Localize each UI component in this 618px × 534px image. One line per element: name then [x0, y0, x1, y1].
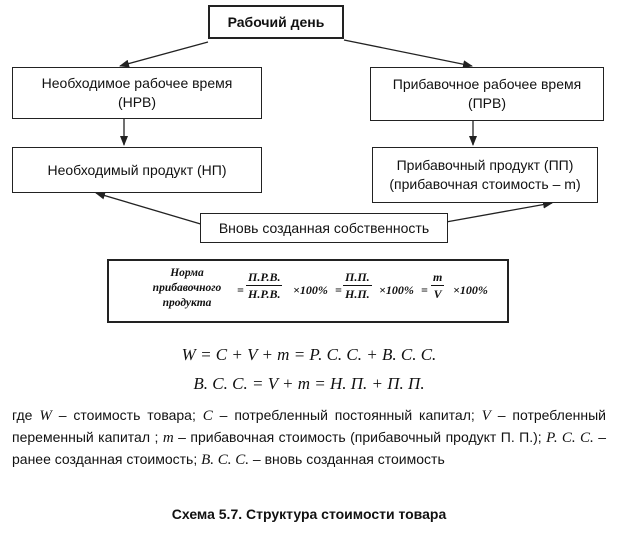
formula-label: Норма прибавочного продукта [135, 266, 239, 311]
legend-w-text: – стоимость товара; [51, 407, 203, 423]
fraction-pp: П.П. [343, 270, 372, 286]
fraction-m: m [431, 270, 445, 286]
formula-multiplier-3: ×100% [453, 283, 488, 297]
box-necessary-product: Необходимый продукт (НП) [12, 147, 262, 193]
legend-prefix: где [12, 407, 40, 423]
formula-label-line3: продукта [162, 297, 212, 309]
formula-equals-2: = [335, 283, 342, 297]
box-new-property: Вновь созданная собственность [200, 213, 448, 243]
arrow-new-to-np [95, 191, 205, 226]
fraction-m-v: m V [431, 270, 445, 301]
fraction-v: V [433, 287, 442, 301]
figure-caption: Схема 5.7. Структура стоимости товара [171, 506, 447, 522]
box-necessary-time: Необходимое рабочее время (НРВ) [12, 67, 262, 119]
equation-line-1: W = C + V + m = Р. С. С. + В. С. С. [181, 345, 437, 364]
legend-rss-text: – ранее созданная стоимость; [12, 429, 607, 467]
legend-rss-symbol: Р. С. С. [546, 430, 594, 446]
surplus-time-line1: Прибавочное рабочее время [392, 76, 582, 92]
legend-m-symbol: m [162, 430, 174, 446]
legend-m-text: – прибавочная стоимость (прибавочный про… [173, 429, 547, 445]
formula-equals-3: = [421, 283, 428, 297]
arrow-workday-to-nrv [119, 41, 209, 68]
fraction-prv-nrv: П.Р.В. Н.Р.В. [246, 270, 283, 301]
legend-w-symbol: W [39, 408, 52, 424]
box-workday: Рабочий день [208, 5, 344, 39]
fraction-pp-np: П.П. Н.П. [343, 270, 372, 301]
arrow-new-to-pp [445, 200, 553, 223]
legend-paragraph: где W – стоимость товара; C – потребленн… [12, 405, 606, 471]
necessary-product-label: Необходимый продукт (НП) [47, 161, 227, 178]
surplus-product-line2: (прибавочная стоимость – m) [389, 176, 581, 192]
formula-equals-1: = [237, 283, 244, 297]
fraction-prv: П.Р.В. [246, 270, 283, 286]
workday-label: Рабочий день [227, 13, 325, 30]
necessary-time-line2: (НРВ) [117, 94, 157, 110]
formula-multiplier-1: ×100% [293, 283, 328, 297]
box-surplus-time: Прибавочное рабочее время (ПРВ) [370, 67, 604, 121]
legend-vss-text: – вновь созданная стоимость [249, 451, 445, 467]
new-property-label: Вновь созданная собственность [218, 219, 430, 236]
equation-line-2: В. С. С. = V + m = Н. П. + П. П. [193, 374, 425, 393]
legend-c-text: – потребленный постоянный капитал; [212, 407, 482, 423]
formula-label-line1: Норма [170, 267, 204, 279]
fraction-nrv: Н.Р.В. [248, 287, 281, 301]
box-surplus-product: Прибавочный продукт (ПП) (прибавочная ст… [372, 147, 598, 203]
surplus-product-line1: Прибавочный продукт (ПП) [396, 157, 574, 173]
legend-c-symbol: C [202, 408, 213, 424]
necessary-time-line1: Необходимое рабочее время [41, 75, 233, 91]
formula-box: Норма прибавочного продукта = П.Р.В. Н.Р… [107, 259, 509, 323]
surplus-time-line2: (ПРВ) [467, 95, 507, 111]
legend-v-symbol: V [481, 408, 491, 424]
arrow-workday-to-prv [343, 39, 473, 69]
legend-v-text: – потребленный переменный капитал ; [12, 407, 606, 445]
formula-label-line2: прибавочного [152, 282, 222, 294]
formula-multiplier-2: ×100% [379, 283, 414, 297]
fraction-np: Н.П. [345, 287, 370, 301]
legend-vss-symbol: В. С. С. [201, 452, 250, 468]
